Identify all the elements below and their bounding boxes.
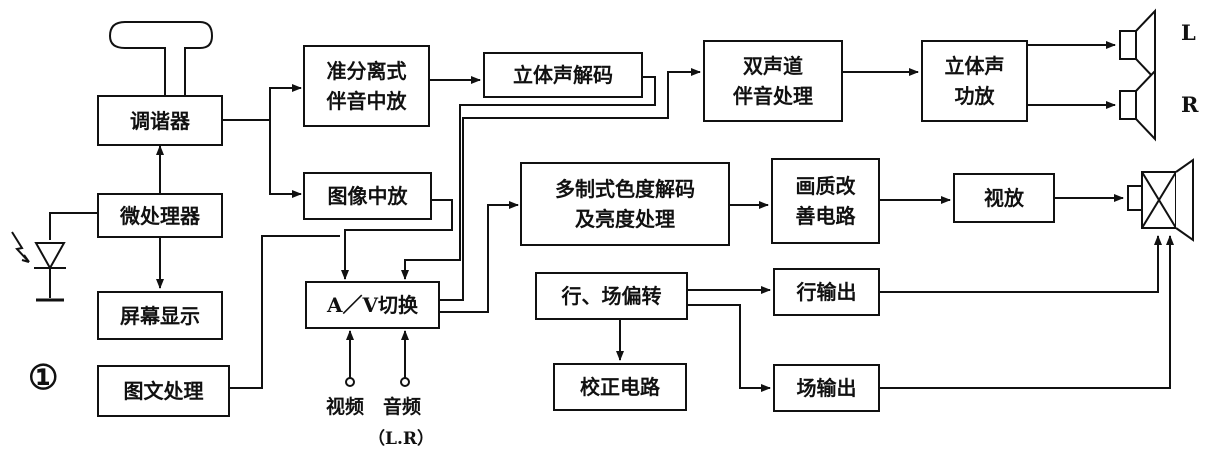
chroma-decoder-block: 多制式色度解码 及亮度处理 [520, 162, 730, 246]
video-jack-icon [345, 377, 355, 387]
wire-av-chroma [440, 201, 519, 313]
wire-tuner-video-if [269, 120, 302, 198]
speaker-right-label: R [1181, 92, 1199, 117]
dual-channel-block: 双声道 伴音处理 [703, 40, 843, 122]
v-output-block: 场输出 [773, 364, 880, 412]
speaker-left-label: L [1181, 20, 1196, 45]
wire-av-dual [440, 68, 701, 301]
video-input-label: 视频 [326, 396, 365, 418]
figure-number: ① [28, 358, 59, 398]
wire-teletext-av [230, 235, 340, 389]
av-switch-block: A／V切换 [305, 281, 440, 329]
video-if-block: 图像中放 [303, 172, 432, 220]
stereo-decoder-block: 立体声解码 [483, 52, 643, 98]
wire-defl-v [688, 304, 771, 392]
crt-icon [1127, 158, 1194, 242]
speaker-right-icon [1119, 68, 1156, 142]
stereo-amp-block: 立体声 功放 [921, 40, 1028, 122]
speaker-left-icon [1119, 8, 1156, 82]
audio-jack-icon [400, 377, 410, 387]
picture-improve-block: 画质改 善电路 [771, 158, 880, 244]
wire-ir-mcu [49, 212, 97, 240]
microprocessor-block: 微处理器 [97, 193, 223, 238]
tuner-block: 调谐器 [97, 95, 223, 146]
wire-decoder-av [401, 76, 656, 280]
ir-receiver-icon [11, 231, 66, 302]
antenna-icon [108, 21, 214, 95]
wire-tuner-split [223, 84, 302, 121]
wire-hout-crt [880, 235, 1162, 293]
quasi-split-if-block: 准分离式 伴音中放 [303, 45, 430, 127]
deflection-block: 行、场偏转 [535, 272, 688, 320]
audio-input-label: 音频 [383, 396, 422, 418]
screen-display-block: 屏幕显示 [97, 291, 223, 340]
teletext-block: 图文处理 [97, 365, 230, 417]
video-amp-block: 视放 [953, 173, 1055, 223]
wire-vif-av [341, 199, 453, 280]
h-output-block: 行输出 [773, 268, 880, 316]
correction-block: 校正电路 [553, 363, 687, 411]
audio-channels-label: （L.R） [368, 429, 434, 449]
wire-vout-crt [880, 235, 1174, 389]
